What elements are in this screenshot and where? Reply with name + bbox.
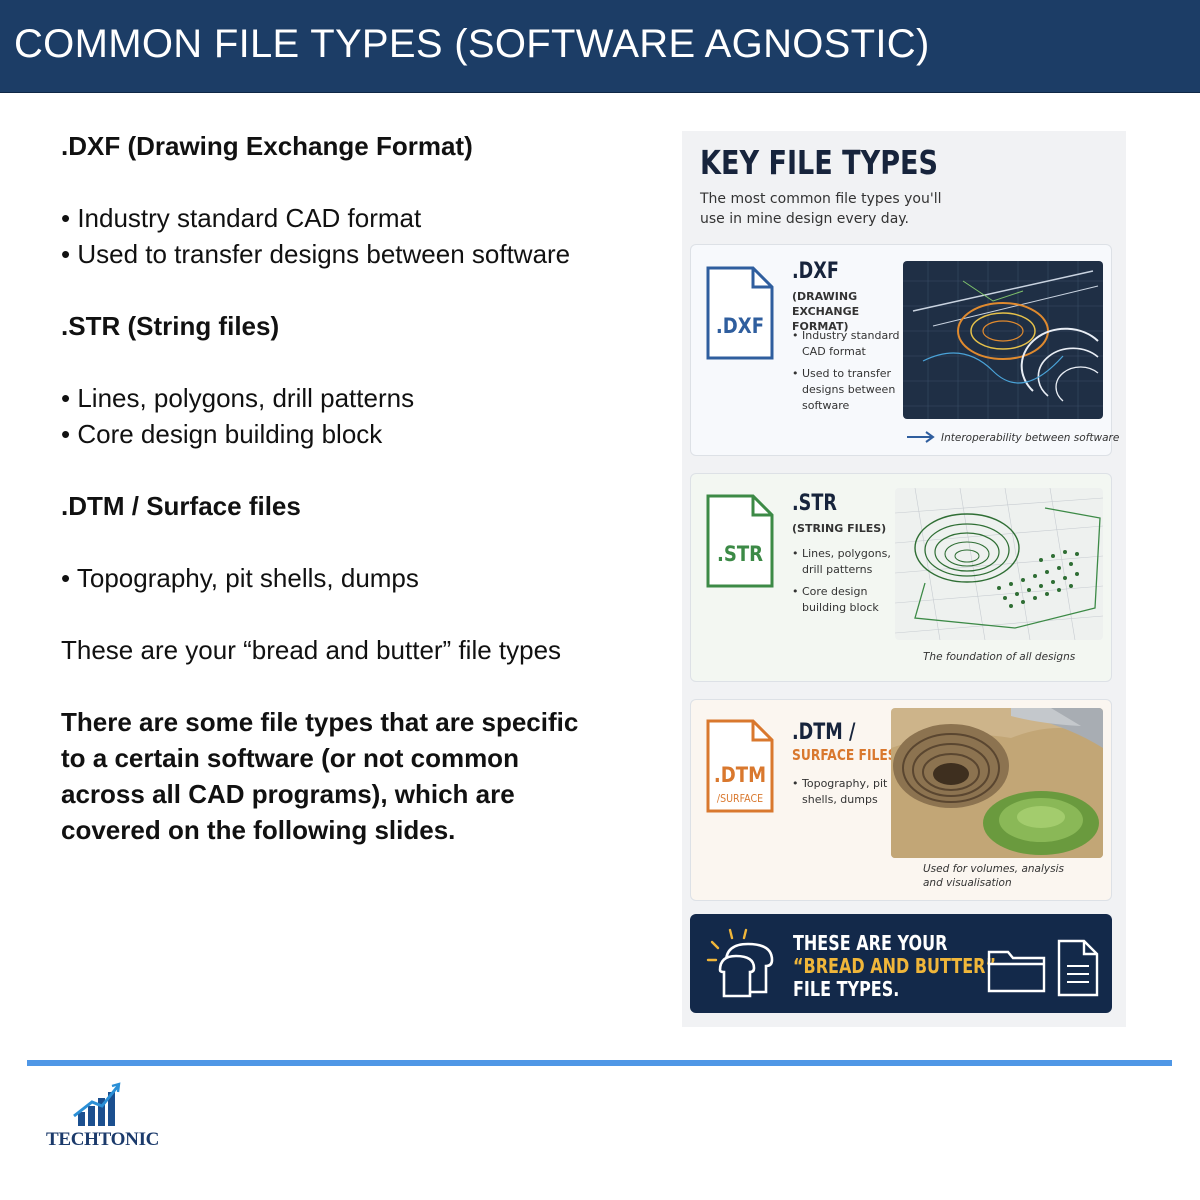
footer-divider	[27, 1060, 1172, 1066]
title-bar: COMMON FILE TYPES (SOFTWARE AGNOSTIC)	[0, 0, 1200, 93]
dxf-card-bullet: Industry standard CAD format	[792, 328, 902, 360]
str-bullet: • Core design building block	[61, 419, 383, 449]
brand-name: TECHTONIC	[46, 1129, 160, 1150]
str-card: .STR .STR (STRING FILES) Lines, polygons…	[690, 473, 1112, 682]
folder-icon	[987, 950, 1046, 993]
str-bullet: • Lines, polygons, drill patterns	[61, 383, 415, 413]
dxf-cad-drawing-image	[903, 261, 1103, 419]
dtm-surface-image	[891, 708, 1103, 858]
dtm-card-bullets: Topography, pit shells, dumps	[792, 776, 902, 814]
closing-text: There are some file types that are speci…	[61, 707, 579, 845]
str-card-subheading: (STRING FILES)	[792, 522, 887, 535]
key-file-types-infographic: KEY FILE TYPES The most common file type…	[682, 131, 1126, 1027]
bread-icon	[706, 928, 774, 998]
dtm-bullet: • Topography, pit shells, dumps	[61, 563, 419, 593]
dtm-icon-label: .DTM	[714, 763, 766, 788]
dtm-file-icon: .DTM /SURFACE	[706, 719, 774, 813]
arrow-right-icon	[907, 431, 935, 443]
str-icon-label: .STR	[717, 542, 763, 567]
str-card-heading: .STR	[792, 491, 837, 516]
dtm-card-heading: .DTM /	[792, 720, 856, 745]
dtm-card-bullet: Topography, pit shells, dumps	[792, 776, 902, 808]
str-card-bullet: Core design building block	[792, 584, 902, 616]
dxf-bullet: • Industry standard CAD format	[61, 203, 422, 233]
str-file-icon: .STR	[706, 494, 774, 588]
dtm-heading: .DTM / Surface files	[61, 491, 301, 521]
dxf-icon-label: .DXF	[716, 314, 764, 339]
dxf-card: .DXF .DXF (DRAWING EXCHANGE FORMAT) Indu…	[690, 244, 1119, 456]
dxf-file-icon: .DXF	[706, 266, 774, 360]
dtm-icon-sublabel: /SURFACE	[717, 792, 763, 805]
bread-butter-banner: THESE ARE YOUR “BREAD AND BUTTER” FILE T…	[690, 914, 1112, 1013]
banner-text: THESE ARE YOUR “BREAD AND BUTTER” FILE T…	[793, 932, 996, 1001]
bread-butter-text: These are your “bread and butter” file t…	[61, 635, 562, 665]
dtm-card: .DTM /SURFACE .DTM / SURFACE FILES Topog…	[690, 699, 1112, 901]
str-card-caption: The foundation of all designs	[923, 651, 1076, 663]
infographic-subtitle: The most common file types you'll use in…	[700, 191, 942, 227]
dtm-card-caption: Used for volumes, analysis and visualisa…	[923, 863, 1064, 889]
banner-line-1: THESE ARE YOUR	[793, 931, 948, 955]
text-column: .DXF (Drawing Exchange Format) • Industr…	[61, 128, 581, 848]
dxf-card-bullet: Used to transfer designs between softwar…	[792, 366, 902, 414]
dxf-card-caption: Interoperability between software	[941, 432, 1120, 444]
str-heading: .STR (String files)	[61, 311, 280, 341]
banner-line-2: “BREAD AND BUTTER”	[793, 954, 996, 978]
banner-line-3: FILE TYPES.	[793, 977, 900, 1001]
dxf-card-bullets: Industry standard CAD format Used to tra…	[792, 328, 902, 420]
dtm-card-subheading: SURFACE FILES	[792, 746, 897, 764]
str-string-design-image	[895, 488, 1103, 640]
slide-title: COMMON FILE TYPES (SOFTWARE AGNOSTIC)	[14, 22, 930, 66]
dxf-card-heading: .DXF	[792, 259, 839, 284]
document-icon	[1057, 939, 1099, 997]
str-card-bullet: Lines, polygons, drill patterns	[792, 546, 902, 578]
infographic-title: KEY FILE TYPES	[700, 143, 939, 182]
techtonic-logo-icon	[73, 1082, 121, 1126]
dxf-bullet: • Used to transfer designs between softw…	[61, 239, 571, 269]
str-card-bullets: Lines, polygons, drill patterns Core des…	[792, 546, 902, 622]
dxf-heading: .DXF (Drawing Exchange Format)	[61, 131, 473, 161]
